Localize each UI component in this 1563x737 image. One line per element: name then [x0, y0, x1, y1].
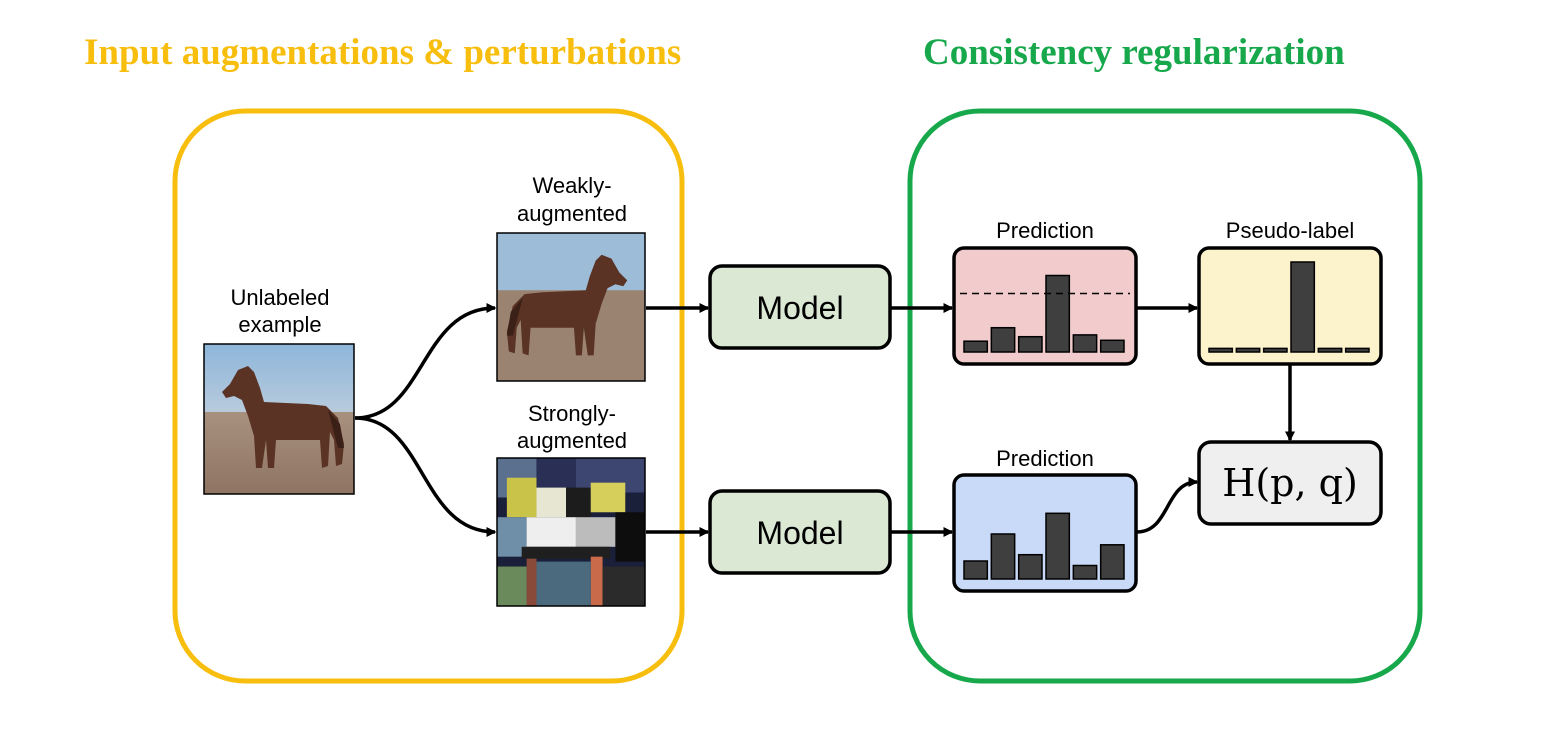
histogram-bar	[1235, 347, 1261, 353]
augmentations-frame	[172, 108, 685, 684]
prediction-bottom-histogram	[963, 512, 1125, 580]
arrow-prediction-to-loss	[1136, 477, 1199, 534]
histogram-bar	[1262, 347, 1288, 353]
prediction-top-histogram	[960, 274, 1130, 353]
histogram-bar	[1317, 347, 1343, 353]
histogram-bar	[963, 560, 989, 580]
model-box-bottom: Model	[708, 489, 892, 575]
arrow-to-weak	[354, 303, 497, 420]
unlabeled-image	[203, 343, 355, 495]
consistency-frame	[907, 108, 1423, 684]
weak-label-line2: augmented	[517, 201, 627, 226]
strong-augmented-image	[496, 457, 646, 607]
histogram-bar	[1099, 339, 1125, 353]
loss-formula: H(p, q)	[1222, 461, 1358, 505]
histogram-bar	[1208, 347, 1234, 353]
weak-label-line1: Weakly-	[532, 173, 611, 198]
pseudo-label-label: Pseudo-label	[1226, 218, 1354, 243]
histogram-bar	[1072, 564, 1098, 580]
loss-box: H(p, q)	[1197, 440, 1383, 526]
histogram-bar	[1099, 544, 1125, 580]
histogram-bar	[990, 533, 1016, 580]
histogram-bar	[1045, 512, 1071, 580]
histogram-bar	[963, 340, 989, 353]
prediction-bottom-label: Prediction	[996, 446, 1094, 471]
weak-augmented-image	[496, 232, 646, 382]
model-label-bottom: Model	[756, 515, 843, 551]
strong-label-line2: augmented	[517, 428, 627, 453]
histogram-bar	[1017, 553, 1043, 580]
prediction-top-label: Prediction	[996, 218, 1094, 243]
title-consistency-regularization: Consistency regularization	[923, 32, 1345, 73]
histogram-bar	[990, 326, 1016, 353]
histogram-bar	[1017, 335, 1043, 353]
arrow-to-strong	[354, 416, 497, 537]
pseudo-label-box	[1197, 246, 1383, 366]
title-input-augmentations: Input augmentations & perturbations	[84, 32, 681, 73]
histogram-bar	[1045, 274, 1071, 353]
histogram-bar	[1290, 261, 1316, 353]
histogram-bar	[1344, 347, 1370, 353]
model-box-top: Model	[708, 264, 892, 350]
pseudo-label-histogram	[1208, 261, 1370, 353]
strong-label-line1: Strongly-	[528, 401, 616, 426]
model-label-top: Model	[756, 290, 843, 326]
unlabeled-label-line1: Unlabeled	[230, 285, 329, 310]
unlabeled-label-line2: example	[238, 312, 321, 337]
histogram-bar	[1072, 334, 1098, 353]
